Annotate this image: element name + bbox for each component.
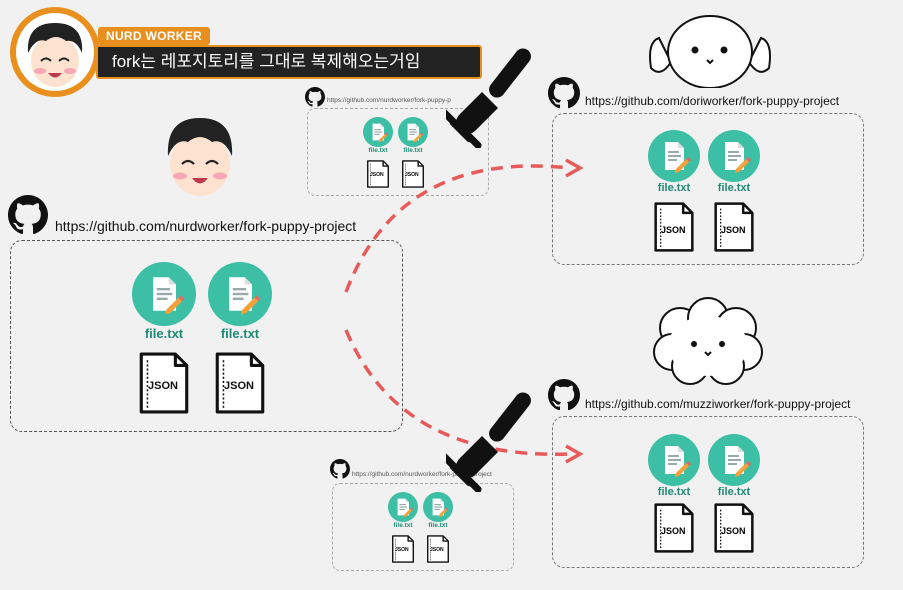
json-file-icon: JSON <box>391 535 415 563</box>
fork-icon <box>446 48 531 148</box>
json-file-icon[interactable]: JSON <box>138 352 190 414</box>
character-illustration <box>160 112 240 205</box>
arrow-to-dori <box>344 164 571 293</box>
file-item[interactable]: file.txt <box>206 262 274 341</box>
origin-repo-url[interactable]: https://github.com/nurdworker/fork-puppy… <box>55 218 357 234</box>
file-item[interactable]: file.txt <box>130 262 198 341</box>
copy-bottom-box <box>332 483 514 571</box>
document-icon <box>708 434 760 486</box>
json-file-icon[interactable]: JSON <box>713 202 755 252</box>
file-item: file.txt <box>421 492 455 529</box>
document-icon <box>398 117 428 147</box>
fork-icon <box>446 392 531 492</box>
arrow-to-dori-head <box>565 158 584 178</box>
document-icon <box>648 434 700 486</box>
file-item[interactable]: file.txt <box>706 434 762 498</box>
file-item[interactable]: file.txt <box>646 130 702 194</box>
json-label: JSON <box>721 526 746 536</box>
arrow-to-muzzi <box>344 329 571 456</box>
document-icon <box>132 262 196 326</box>
file-label: file.txt <box>717 486 751 498</box>
muzzi-repo-box <box>552 416 864 568</box>
json-file-icon[interactable]: JSON <box>214 352 266 414</box>
json-file-icon: JSON <box>426 535 450 563</box>
file-label: file.txt <box>657 182 691 194</box>
muzzi-repo-url[interactable]: https://github.com/muzziworker/fork-pupp… <box>585 397 851 411</box>
file-label: file.txt <box>717 182 751 194</box>
file-label: file.txt <box>368 147 388 154</box>
header-avatar <box>10 7 100 97</box>
json-label: JSON <box>224 380 254 392</box>
file-label: file.txt <box>403 147 423 154</box>
origin-repo-box <box>10 240 403 432</box>
dori-repo-url[interactable]: https://github.com/doriworker/fork-puppy… <box>585 94 840 108</box>
file-item[interactable]: file.txt <box>646 434 702 498</box>
document-icon <box>208 262 272 326</box>
json-file-icon[interactable]: JSON <box>653 202 695 252</box>
arrow-to-muzzi-head <box>565 444 584 464</box>
file-label: file.txt <box>220 326 260 341</box>
file-label: file.txt <box>657 486 691 498</box>
document-icon <box>648 130 700 182</box>
file-label: file.txt <box>144 326 184 341</box>
json-label: JSON <box>661 526 686 536</box>
dog-illustration <box>645 8 775 93</box>
json-label: JSON <box>721 225 746 235</box>
json-file-icon: JSON <box>401 160 425 188</box>
json-label: JSON <box>661 225 686 235</box>
document-icon <box>388 492 418 522</box>
json-file-icon: JSON <box>366 160 390 188</box>
json-file-icon[interactable]: JSON <box>713 503 755 553</box>
file-item: file.txt <box>386 492 420 529</box>
json-label: JSON <box>370 172 384 178</box>
json-label: JSON <box>395 547 409 553</box>
document-icon <box>363 117 393 147</box>
dori-repo-box <box>552 113 864 265</box>
copy-top-url: https://github.com/nurdworker/fork-puppy… <box>327 97 451 104</box>
header-tag: NURD WORKER <box>98 27 210 45</box>
header-title: fork는 레포지토리를 그대로 복제해오는거임 <box>96 45 482 79</box>
json-label: JSON <box>405 172 419 178</box>
json-label: JSON <box>430 547 444 553</box>
json-file-icon[interactable]: JSON <box>653 503 695 553</box>
document-icon <box>423 492 453 522</box>
document-icon <box>708 130 760 182</box>
file-item[interactable]: file.txt <box>706 130 762 194</box>
file-item: file.txt <box>396 117 430 154</box>
file-item: file.txt <box>361 117 395 154</box>
copy-top-box <box>307 108 489 196</box>
cloud-dog-illustration <box>650 296 765 393</box>
file-label: file.txt <box>393 522 413 529</box>
file-label: file.txt <box>428 522 448 529</box>
copy-bottom-url: https://github.com/nurdworker/fork-puppy… <box>352 471 492 478</box>
json-label: JSON <box>148 380 178 392</box>
